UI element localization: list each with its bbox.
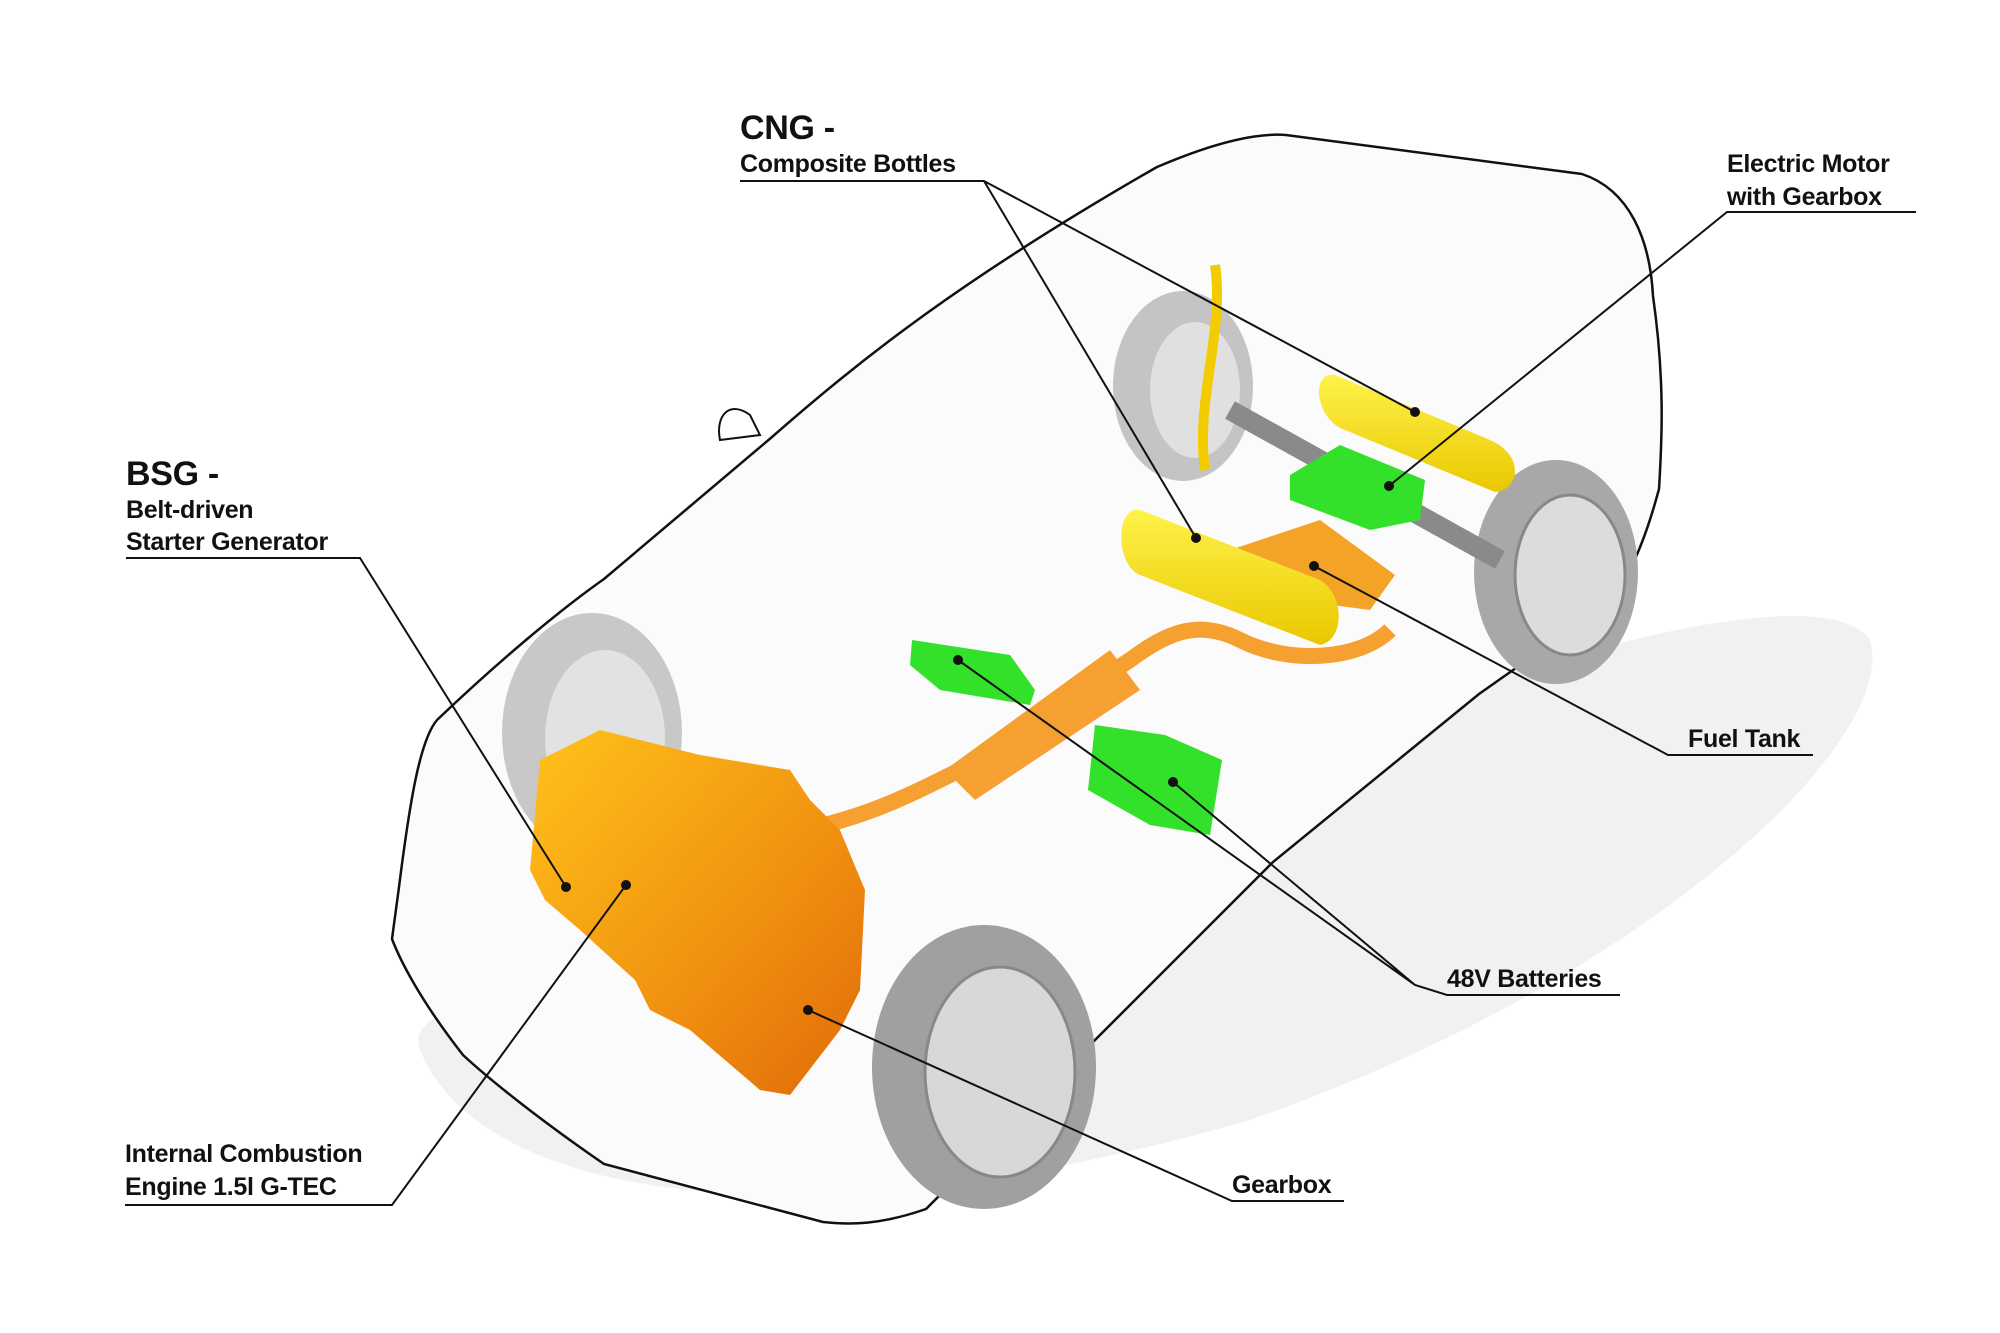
label-electric-motor-2: with Gearbox: [1727, 183, 1882, 211]
catalytic-converter: [945, 650, 1140, 800]
wheel-rear-right: [1474, 460, 1638, 684]
label-bsg-title: BSG -: [126, 455, 219, 493]
label-electric-motor-1: Electric Motor: [1727, 150, 1890, 178]
electric-motor: [1290, 445, 1425, 530]
mirror: [718, 408, 762, 442]
leader-batteries: [957, 659, 1620, 996]
cng-bottle-front: [1121, 509, 1339, 645]
leader-fuel-tank: [1313, 565, 1813, 756]
leader-electric-motor: [1388, 211, 1916, 487]
battery-right: [1088, 725, 1222, 835]
label-gearbox: Gearbox: [1232, 1171, 1332, 1199]
engine-block: [530, 730, 865, 1095]
label-bsg-2: Starter Generator: [126, 528, 328, 556]
label-fuel-tank: Fuel Tank: [1688, 725, 1801, 753]
label-ice-2: Engine 1.5l G-TEC: [125, 1173, 337, 1201]
leader-gearbox: [807, 1009, 1344, 1202]
exhaust-pipe: [778, 621, 1396, 843]
label-cng-subtitle: Composite Bottles: [740, 150, 956, 178]
leader-cng: [740, 180, 1416, 539]
leader-ice: [125, 884, 627, 1206]
leader-lines: [125, 180, 1916, 1206]
leader-dots: [561, 407, 1420, 1015]
wheel-front-right: [872, 925, 1096, 1209]
label-bsg-1: Belt-driven: [126, 496, 254, 524]
battery-left: [910, 640, 1035, 705]
label-48v-batteries: 48V Batteries: [1447, 965, 1602, 993]
filler-pipe: [1197, 264, 1223, 471]
cng-bottle-rear: [1318, 374, 1515, 492]
label-cng-title: CNG -: [740, 109, 835, 147]
wheel-rear-left: [1113, 291, 1253, 481]
leader-bsg: [126, 557, 567, 888]
label-ice-1: Internal Combustion: [125, 1140, 363, 1168]
